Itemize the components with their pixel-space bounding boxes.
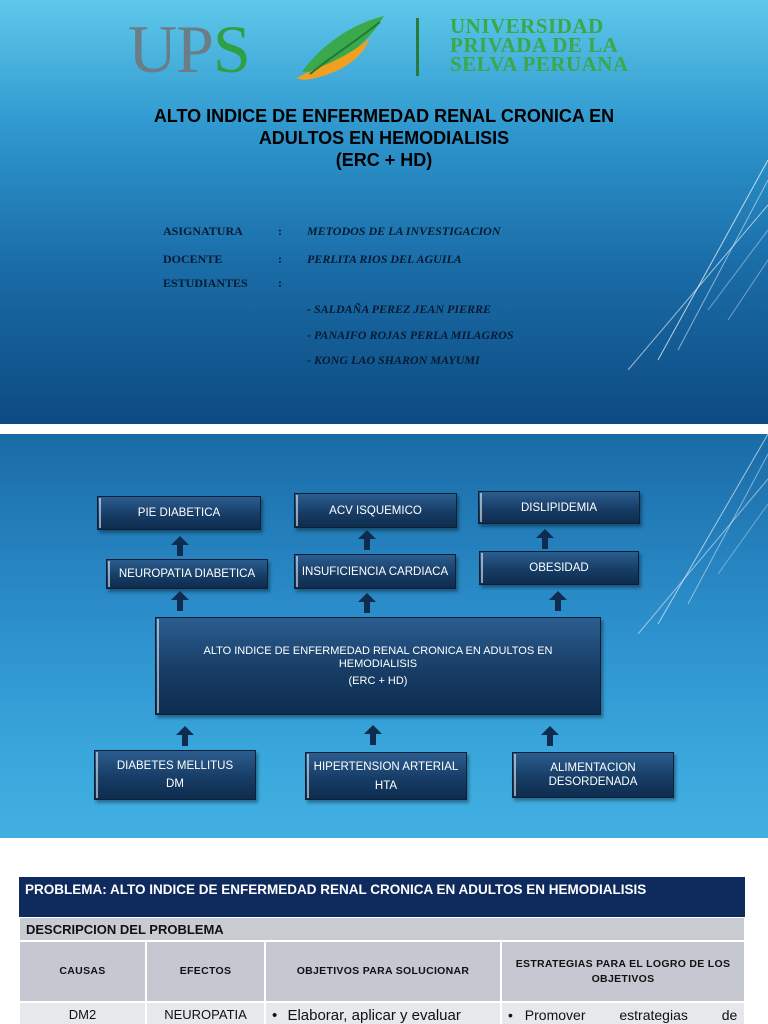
docente-value: PERLITA RIOS DEL AGUILA (307, 252, 462, 266)
estudiantes-label: ESTUDIANTES (163, 276, 248, 290)
logo-divider (416, 18, 419, 76)
asignatura-value: METODOS DE LA INVESTIGACION (307, 224, 501, 238)
up-arrow-icon (536, 529, 554, 549)
student-name: - KONG LAO SHARON MAYUMI (307, 353, 480, 367)
problem-row: PROBLEMA: ALTO INDICE DE ENFERMEDAD RENA… (19, 877, 745, 917)
up-arrow-icon (171, 536, 189, 556)
problem-tree-slide: PIE DIABETICA ACV ISQUEMICO DISLIPIDEMIA… (0, 434, 768, 838)
problem-table-slide: PROBLEMA: ALTO INDICE DE ENFERMEDAD RENA… (0, 840, 768, 1024)
up-arrow-icon (541, 726, 559, 746)
asignatura-label: ASIGNATURA (163, 224, 243, 238)
effect-box-obesidad: OBESIDAD (479, 551, 639, 585)
bullet: • (272, 1007, 278, 1024)
leaf-logo-icon (296, 16, 384, 80)
cell-causa: DM2 (19, 1002, 146, 1024)
separator: : (278, 276, 282, 290)
cell-estrategia: • Promover estrategias de (501, 1002, 745, 1024)
up-arrow-icon (549, 591, 567, 611)
up-arrow-icon (358, 530, 376, 550)
ups-logo-letters: UPS (128, 11, 251, 87)
docente-label: DOCENTE (163, 252, 223, 266)
student-name: - PANAIFO ROJAS PERLA MILAGROS (307, 328, 514, 342)
effect-box-pie-diabetica: PIE DIABETICA (97, 496, 261, 530)
header-causas: CAUSAS (19, 941, 146, 1002)
decorative-lines (627, 159, 768, 370)
effect-box-acv-isquemico: ACV ISQUEMICO (294, 493, 457, 528)
up-arrow-icon (176, 726, 194, 746)
title-slide: UPS UNIVERSIDAD PRIVADA DE LA SELVA PERU… (0, 0, 768, 424)
header-objetivos: OBJETIVOS PARA SOLUCIONAR (265, 941, 501, 1002)
up-arrow-icon (358, 593, 376, 613)
effect-box-dislipidemia: DISLIPIDEMIA (478, 491, 640, 524)
effect-box-insuficiencia-cardiaca: INSUFICIENCIA CARDIACA (294, 554, 456, 589)
header-estrategias: ESTRATEGIAS PARA EL LOGRO DE LOS OBJETIV… (501, 941, 745, 1002)
up-arrow-icon (364, 725, 382, 745)
header-efectos: EFECTOS (146, 941, 265, 1002)
university-name: UNIVERSIDAD PRIVADA DE LA SELVA PERUANA (450, 14, 629, 76)
cell-efecto: NEUROPATIA (146, 1002, 265, 1024)
description-row: DESCRIPCION DEL PROBLEMA (19, 917, 745, 941)
central-problem-box: ALTO INDICE DE ENFERMEDAD RENAL CRONICA … (155, 617, 601, 715)
decorative-lines (637, 434, 768, 634)
separator: : (278, 224, 282, 238)
student-name: - SALDAÑA PEREZ JEAN PIERRE (307, 302, 492, 316)
problem-table: PROBLEMA: ALTO INDICE DE ENFERMEDAD RENA… (19, 877, 745, 1024)
cell-objetivo: • Elaborar, aplicar y evaluar (265, 1002, 501, 1024)
up-arrow-icon (171, 591, 189, 611)
slide-title: ALTO INDICE DE ENFERMEDAD RENAL CRONICA … (153, 106, 615, 170)
bullet: • (508, 1007, 513, 1023)
effect-box-neuropatia-diabetica: NEUROPATIA DIABETICA (106, 559, 268, 589)
separator: : (278, 252, 282, 266)
